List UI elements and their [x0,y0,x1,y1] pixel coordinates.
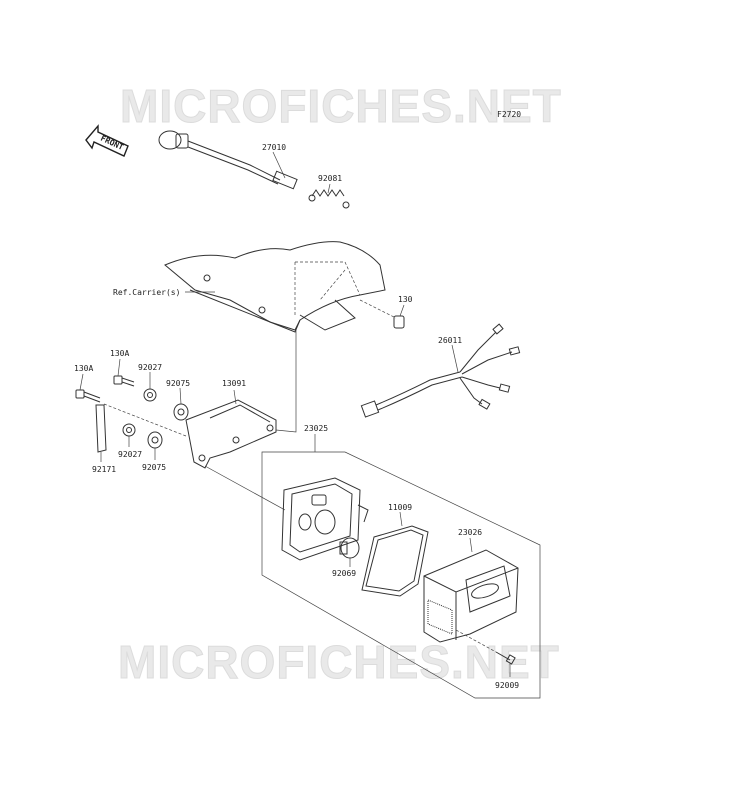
gasket-11009 [361,511,429,597]
label-92027-upper: 92027 [138,363,162,372]
label-92171: 92171 [92,465,116,474]
wire-harness-26011 [360,323,521,418]
bulb-92069 [339,537,360,567]
bolt-130A-upper [113,358,135,387]
label-92081: 92081 [318,174,342,183]
watermark-bottom: MICROFICHES.NET [118,636,560,688]
assembly-frame-23025 [261,434,541,699]
label-ref-carrier: Ref.Carrier(s) [113,288,180,297]
label-11009: 11009 [388,503,412,512]
label-27010: 27010 [262,143,286,152]
label-92075-upper: 92075 [166,379,190,388]
lens-23026 [423,537,519,643]
label-92027-lower: 92027 [118,450,142,459]
grommet-92075-lower [147,431,163,460]
diagram-ref-code: F2720 [497,110,521,119]
label-23025: 23025 [304,424,328,433]
hardware-centerline [103,403,187,437]
label-92075-lower: 92075 [142,463,166,472]
spring-92081 [308,183,350,209]
bolt-130A-lower [75,373,101,403]
mount-centerline [204,465,286,511]
bracket-13091 [185,330,297,469]
socket-cable-27010 [158,130,298,190]
label-13091: 13091 [222,379,246,388]
label-92009: 92009 [495,681,519,690]
watermark-top: MICROFICHES.NET [120,80,562,132]
collar-92027-upper [143,372,157,402]
plate-92171 [95,404,107,462]
lamp-housing [281,477,369,561]
label-92069: 92069 [332,569,356,578]
label-23026: 23026 [458,528,482,537]
label-130A-lower: 130A [74,364,93,373]
label-130: 130 [398,295,413,304]
front-arrow-icon: FRONT [85,124,129,157]
bolt-130 [359,299,405,329]
carrier-plate [164,241,386,333]
collar-92027-lower [122,423,136,447]
grommet-92075-upper [173,387,189,421]
screw-92009 [455,629,516,677]
label-26011: 26011 [438,336,462,345]
label-130A-upper: 130A [110,349,129,358]
